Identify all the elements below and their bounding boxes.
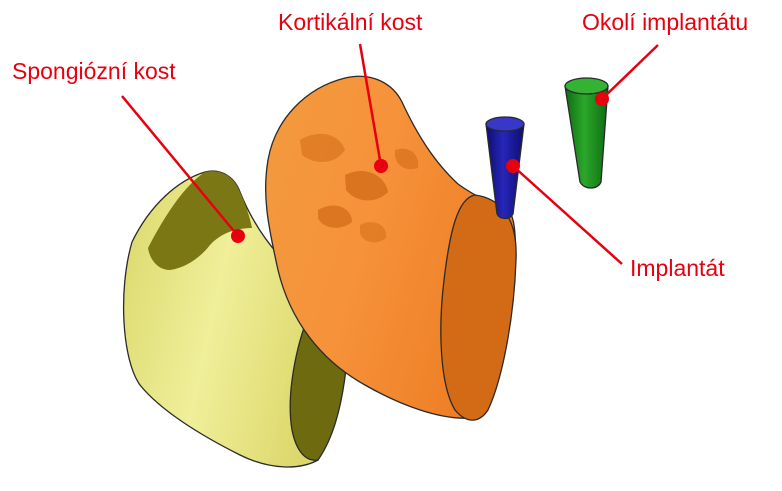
implant-leader-line: [513, 166, 622, 264]
implant-callout: Implantát: [506, 159, 725, 281]
implant-surroundings-leader-line: [602, 45, 658, 99]
implant-label: Implantát: [630, 255, 725, 281]
implant-surroundings-label: Okolí implantátu: [582, 9, 748, 35]
spongy-bone-label: Spongiózní kost: [12, 58, 176, 84]
cortical-bone-label: Kortikální kost: [278, 9, 423, 35]
implant-marker: [506, 159, 520, 173]
cortical-bone-marker: [374, 159, 388, 173]
implant-surroundings-marker: [595, 92, 609, 106]
spongy-bone-marker: [231, 229, 245, 243]
